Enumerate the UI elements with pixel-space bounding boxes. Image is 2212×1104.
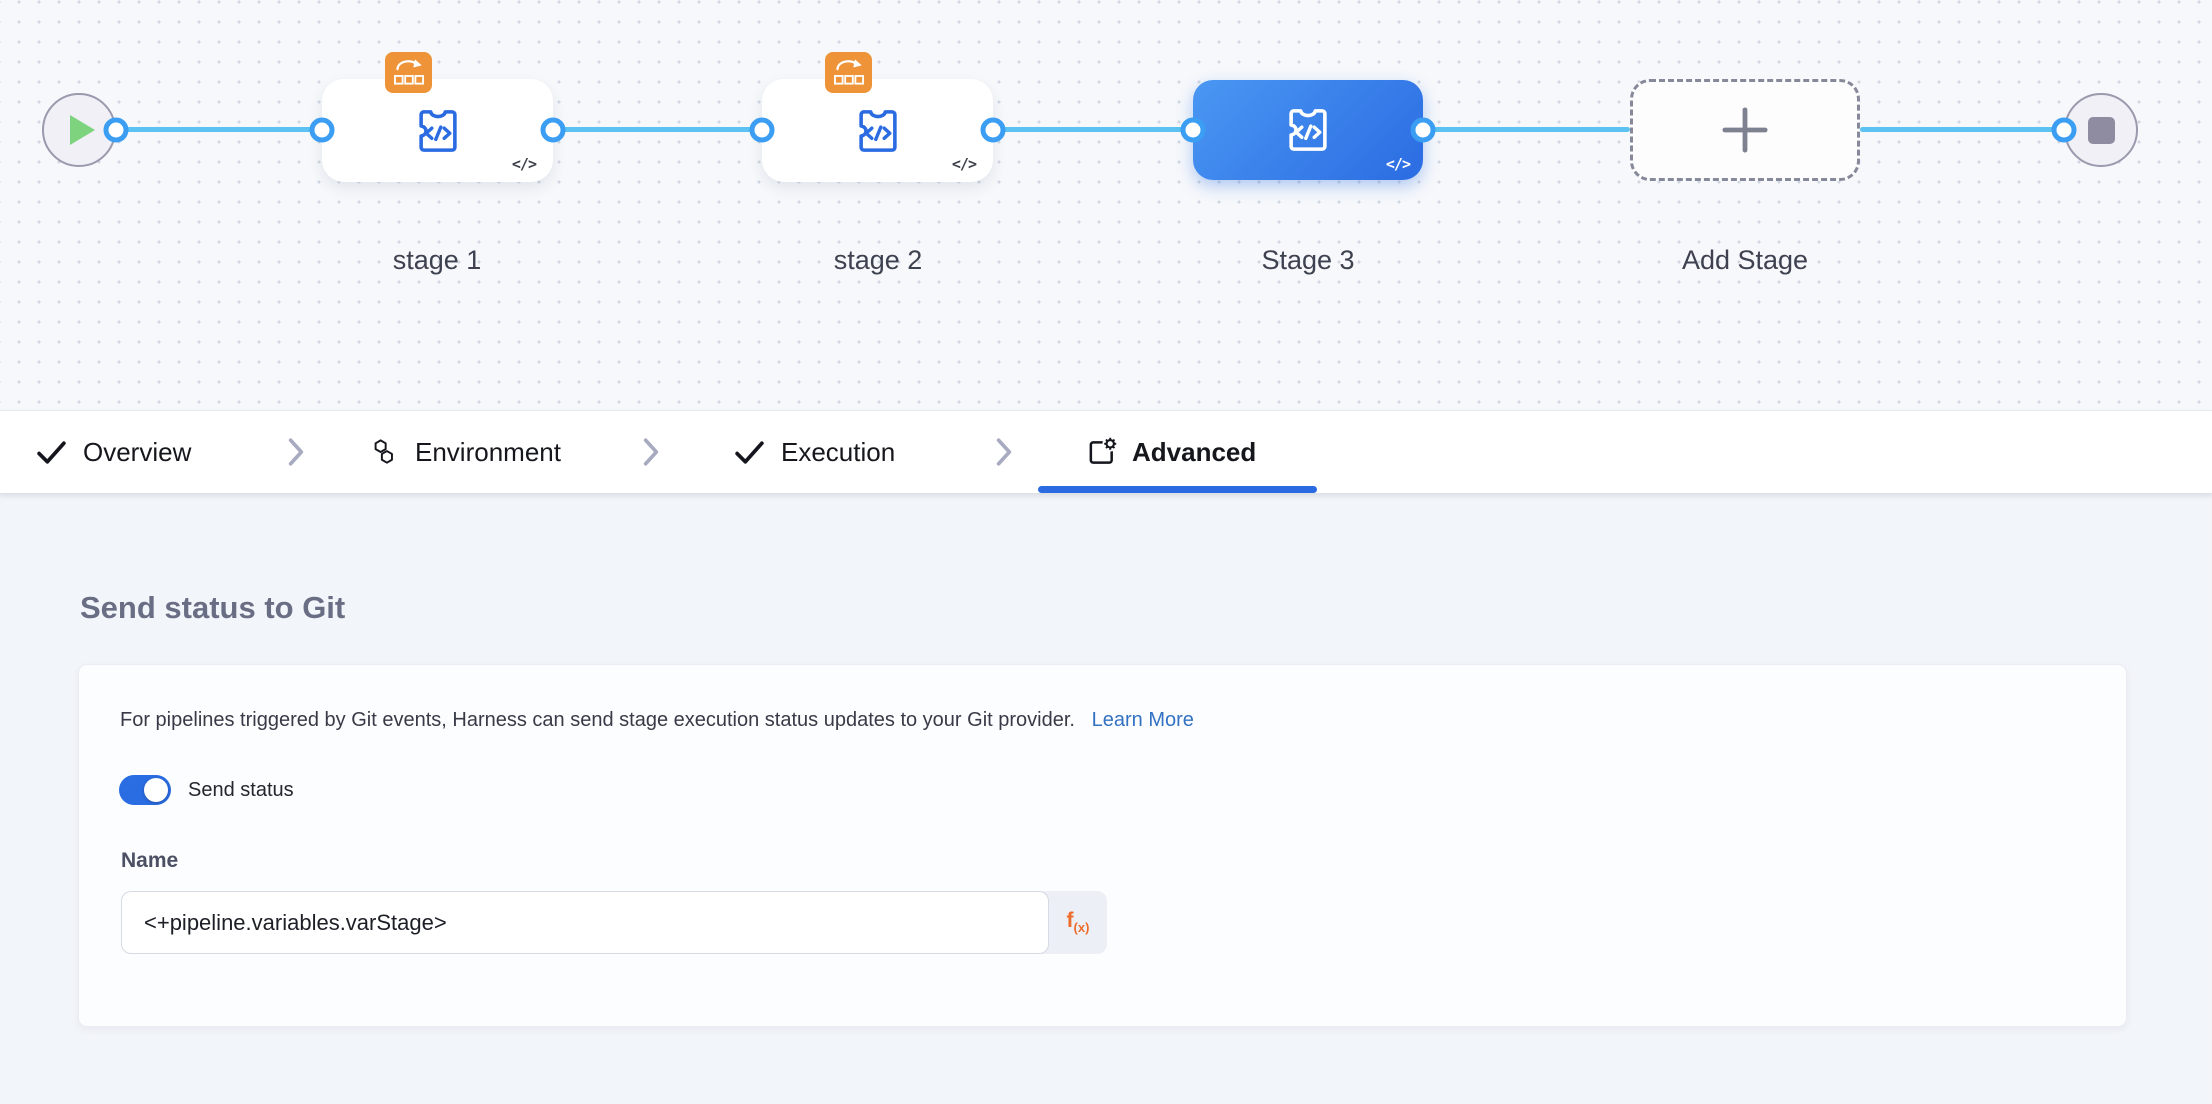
stage-type-icon [858, 109, 897, 152]
pipeline-canvas[interactable]: </> </> </> [0, 0, 2212, 410]
advanced-tab-panel: Send status to Git For pipelines trigger… [0, 492, 2212, 1104]
tab-label: Execution [781, 436, 896, 467]
stop-icon [2087, 116, 2115, 144]
tab-environment[interactable]: Environment [369, 411, 561, 493]
tab-execution[interactable]: Execution [733, 411, 895, 493]
connector-port [103, 117, 129, 143]
check-icon [37, 440, 66, 464]
connector-line [553, 127, 762, 132]
name-field-label: Name [121, 849, 179, 872]
code-glyph: </> [511, 155, 537, 173]
connector-line [1423, 127, 1630, 132]
connector-line [116, 127, 322, 132]
description-body: For pipelines triggered by Git events, H… [120, 709, 1075, 731]
advanced-gear-icon [1089, 436, 1117, 464]
fx-icon: f(x) [1066, 909, 1090, 936]
connector-line [993, 127, 1193, 132]
stage-type-icon [1289, 109, 1327, 151]
template-badge-icon [825, 52, 872, 93]
section-heading: Send status to Git [80, 590, 346, 625]
toggle-label: Send status [188, 778, 294, 801]
plus-icon [1722, 107, 1768, 153]
spacer [1081, 709, 1087, 731]
chevron-right-icon [288, 438, 304, 466]
stage-label: stage 2 [833, 245, 923, 275]
stage-card-stage-1[interactable]: </> [322, 79, 553, 182]
connector-port [540, 117, 566, 143]
tab-label: Overview [83, 436, 192, 467]
expression-button[interactable]: f(x) [1049, 891, 1107, 954]
toggle-knob [144, 778, 168, 802]
tab-advanced-active[interactable]: Advanced [1086, 411, 1256, 493]
send-status-toggle-row: Send status [119, 775, 294, 805]
code-glyph: </> [951, 155, 977, 173]
play-icon [70, 115, 95, 145]
stage-card-stage-3-selected[interactable]: </> [1193, 80, 1423, 180]
stage-label: stage 1 [392, 245, 482, 275]
connector-line [1860, 127, 2064, 132]
stage-type-icon [418, 109, 457, 152]
name-input[interactable] [121, 891, 1049, 954]
connector-port [2051, 117, 2077, 143]
send-status-toggle[interactable] [119, 775, 171, 805]
code-glyph: </> [1385, 155, 1411, 173]
connector-port [1180, 117, 1206, 143]
learn-more-link[interactable]: Learn More [1091, 709, 1194, 731]
stage-card-stage-2[interactable]: </> [762, 79, 993, 182]
chevron-right-icon [643, 438, 659, 466]
template-badge-icon [385, 52, 432, 93]
chevron-right-icon [996, 438, 1012, 466]
stage-label: Stage 3 [1261, 245, 1355, 275]
tab-label: Environment [415, 436, 561, 467]
end-node [2064, 93, 2138, 167]
connector-port [749, 117, 775, 143]
connector-port [309, 117, 335, 143]
tab-overview[interactable]: Overview [35, 411, 191, 493]
connector-port [1410, 117, 1436, 143]
description-text: For pipelines triggered by Git events, H… [120, 709, 1194, 732]
environment-icon [374, 438, 393, 464]
active-tab-underline [1038, 486, 1317, 493]
connector-port [980, 117, 1006, 143]
send-status-card: For pipelines triggered by Git events, H… [78, 664, 2127, 1027]
name-input-row: f(x) [121, 891, 1107, 954]
stage-config-tabbar: Overview Environment Execution [0, 410, 2212, 493]
tab-label: Advanced [1132, 436, 1257, 467]
check-icon [735, 440, 764, 464]
stage-label: Add Stage [1681, 245, 1809, 275]
add-stage-button[interactable] [1630, 79, 1860, 181]
